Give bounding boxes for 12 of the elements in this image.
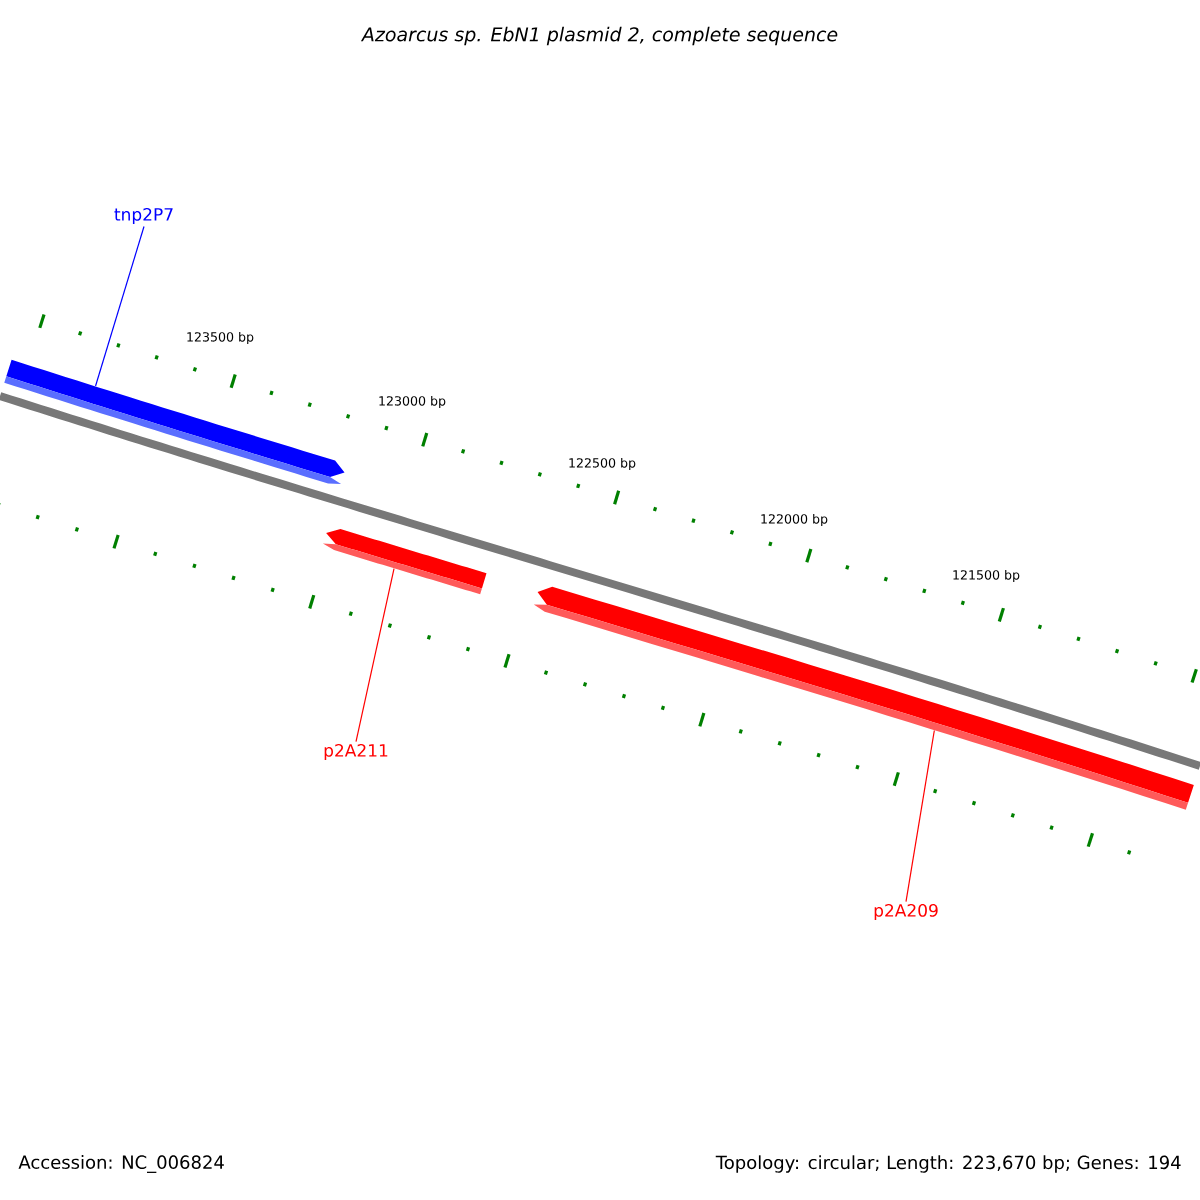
gene-label: p2A209 xyxy=(874,903,938,921)
gene-segment xyxy=(4,359,345,484)
leader-line xyxy=(94,225,145,387)
gene-label: p2A211 xyxy=(324,743,388,761)
gene-segment xyxy=(322,529,487,595)
title: Azoarcus sp. EbN1 plasmid 2, complete sequence xyxy=(360,26,838,46)
gene-label: tnp2P7 xyxy=(114,207,173,225)
leader-line xyxy=(905,729,935,903)
footer-text: Accession: NC_006824 xyxy=(18,1155,224,1173)
footer-text: Topology: circular; Length: 223,670 bp; Genes: 194 xyxy=(715,1155,1181,1173)
gene-segment xyxy=(533,586,1194,810)
leader-line xyxy=(355,568,395,743)
